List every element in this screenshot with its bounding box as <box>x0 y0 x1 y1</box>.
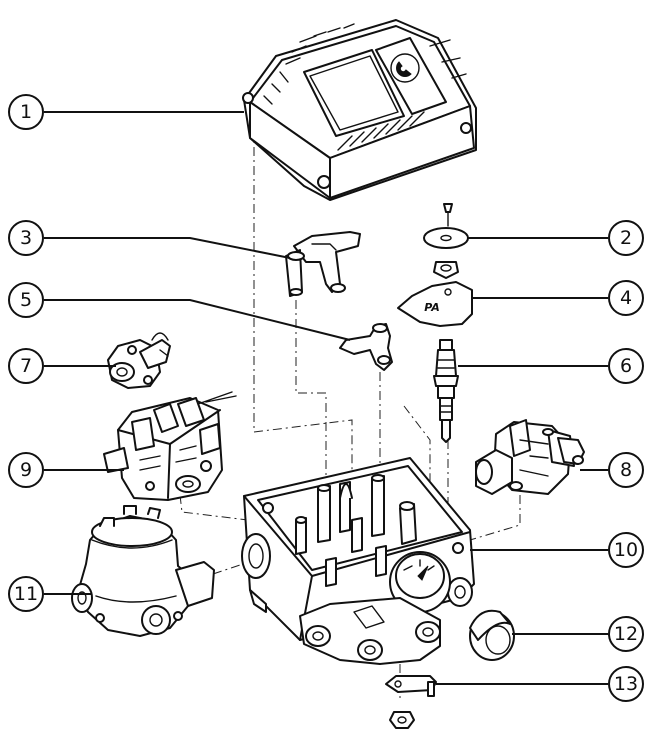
callout-4: 4 <box>608 280 644 316</box>
part-4-label: PA <box>424 301 440 314</box>
callout-5: 5 <box>8 282 44 318</box>
callout-6: 6 <box>608 348 644 384</box>
callout-2-label: 2 <box>620 227 632 249</box>
callout-3-label: 3 <box>20 227 32 249</box>
callout-10: 10 <box>608 532 644 568</box>
callout-13-label: 13 <box>614 673 638 695</box>
part-8-valve-block <box>475 419 585 495</box>
callout-9: 9 <box>8 452 44 488</box>
part-6-shaft <box>433 339 459 443</box>
part-3-bracket <box>285 231 361 297</box>
callout-12: 12 <box>608 616 644 652</box>
callout-3: 3 <box>8 220 44 256</box>
callout-1-label: 1 <box>20 101 32 123</box>
callout-9-label: 9 <box>20 459 32 481</box>
part-2-indicator-disc <box>423 203 469 279</box>
part-1-cover <box>242 19 477 201</box>
part-5-lever <box>339 323 393 371</box>
callout-1: 1 <box>8 94 44 130</box>
leader-lines <box>44 111 608 685</box>
part-11-explosion-proof-enclosure <box>71 505 215 637</box>
callout-10-label: 10 <box>614 539 638 561</box>
callout-4-label: 4 <box>620 287 632 309</box>
callout-13: 13 <box>608 666 644 702</box>
part-9-positioner-module <box>103 391 237 501</box>
callout-6-label: 6 <box>620 355 632 377</box>
callout-11-label: 11 <box>14 583 38 605</box>
callout-8: 8 <box>608 452 644 488</box>
callout-7: 7 <box>8 348 44 384</box>
callout-11: 11 <box>8 576 44 612</box>
callout-2: 2 <box>608 220 644 256</box>
part-7-switch-module <box>107 332 171 389</box>
part-4-scale-plate: PA <box>397 281 473 327</box>
callout-12-label: 12 <box>614 623 638 645</box>
callout-8-label: 8 <box>620 459 632 481</box>
part-13-clip <box>385 675 437 729</box>
callout-7-label: 7 <box>20 355 32 377</box>
callout-5-label: 5 <box>20 289 32 311</box>
part-12-cap <box>469 609 515 661</box>
part-10-housing <box>241 457 475 665</box>
